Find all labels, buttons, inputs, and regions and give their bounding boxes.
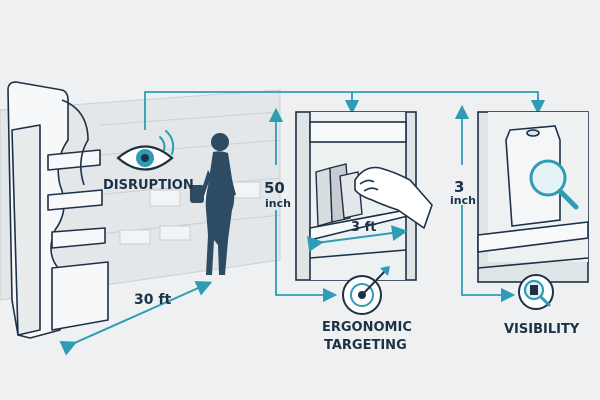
disruption-label: DISRUPTION [103, 178, 194, 193]
magnifier-product-icon [518, 274, 554, 310]
height-unit-label: inch [265, 197, 291, 210]
connector-lines [144, 91, 546, 130]
eye-level-bracket [454, 104, 516, 303]
signal-waves-icon [159, 130, 175, 155]
ergonomic-label-line1: ERGONOMIC [322, 320, 412, 335]
reaching-hand [354, 166, 433, 229]
ergonomic-label-line2: TARGETING [324, 338, 407, 353]
shelf-width-label: 3 ft [351, 220, 377, 235]
height-bracket [268, 107, 338, 303]
distance-label: 30 ft [134, 292, 172, 308]
eye-level-unit-label: inch [450, 194, 476, 207]
eye-level-value-label: 3 [454, 178, 465, 196]
shopper-silhouette [190, 133, 236, 275]
distance-arrow [59, 280, 213, 356]
magnifier-icon [529, 159, 579, 210]
eye-icon [116, 145, 174, 171]
height-value-label: 50 [264, 179, 285, 197]
cardboard-display [7, 81, 109, 339]
shelf-width-arrow [307, 225, 408, 252]
visibility-label: VISIBILITY [504, 322, 580, 337]
target-arrow-icon [342, 266, 390, 315]
